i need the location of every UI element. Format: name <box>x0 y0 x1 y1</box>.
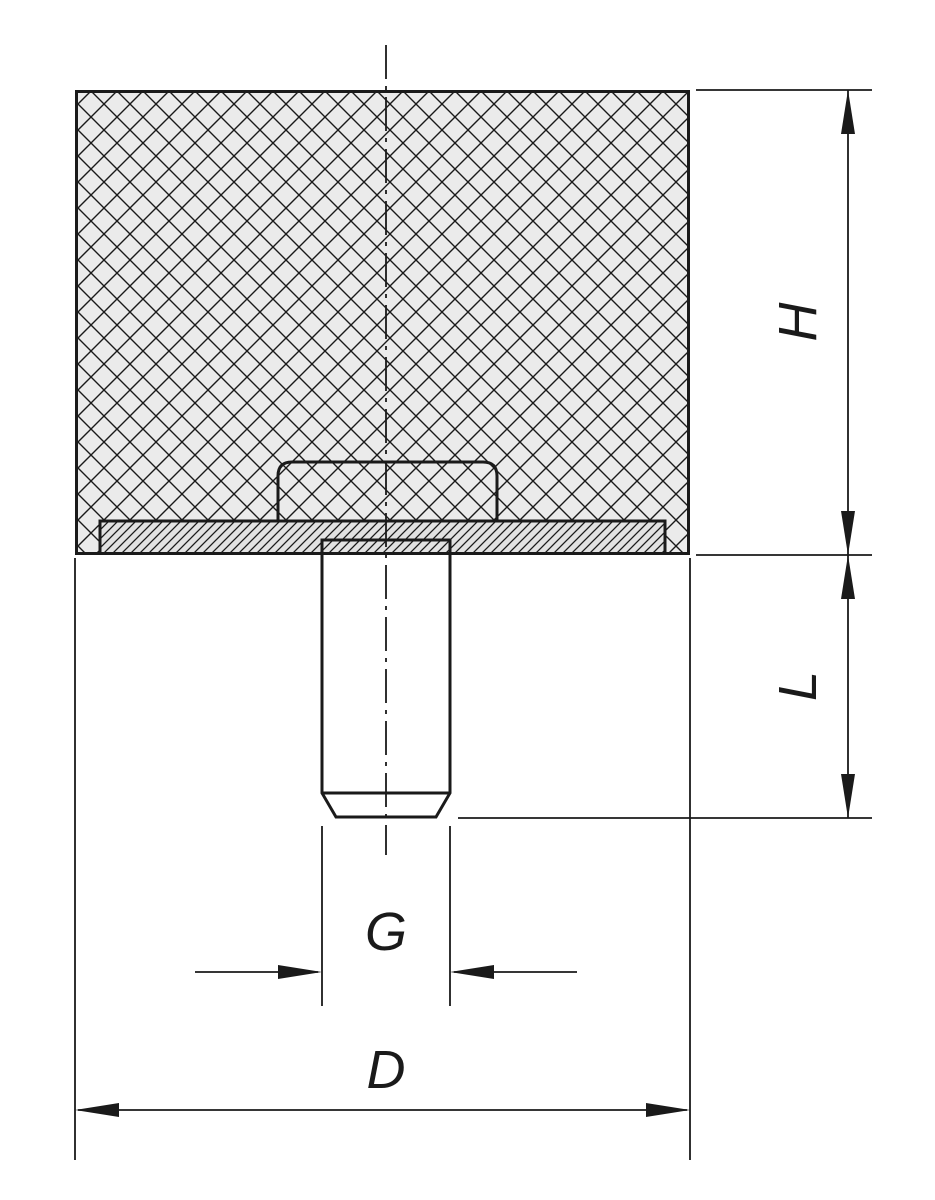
arrow-diameter-left <box>75 1103 119 1117</box>
bolt-head <box>276 460 499 523</box>
arrow-length-top <box>841 555 855 599</box>
arrow-height-top <box>841 90 855 134</box>
arrow-diameter-right <box>646 1103 690 1117</box>
dimension-label-diameter: D <box>367 1040 406 1100</box>
base-plate-hatch <box>100 521 665 552</box>
arrow-length-bottom <box>841 774 855 818</box>
arrow-thread-right <box>450 965 494 979</box>
rubber-body-outline <box>75 90 690 555</box>
dimension-label-height: H <box>768 302 828 342</box>
rubber-crosshatch <box>78 93 687 552</box>
arrow-thread-left <box>278 965 322 979</box>
dimension-label-stud-length: L <box>768 671 828 701</box>
arrow-height-bottom <box>841 511 855 555</box>
dimension-label-thread: G <box>365 902 407 962</box>
